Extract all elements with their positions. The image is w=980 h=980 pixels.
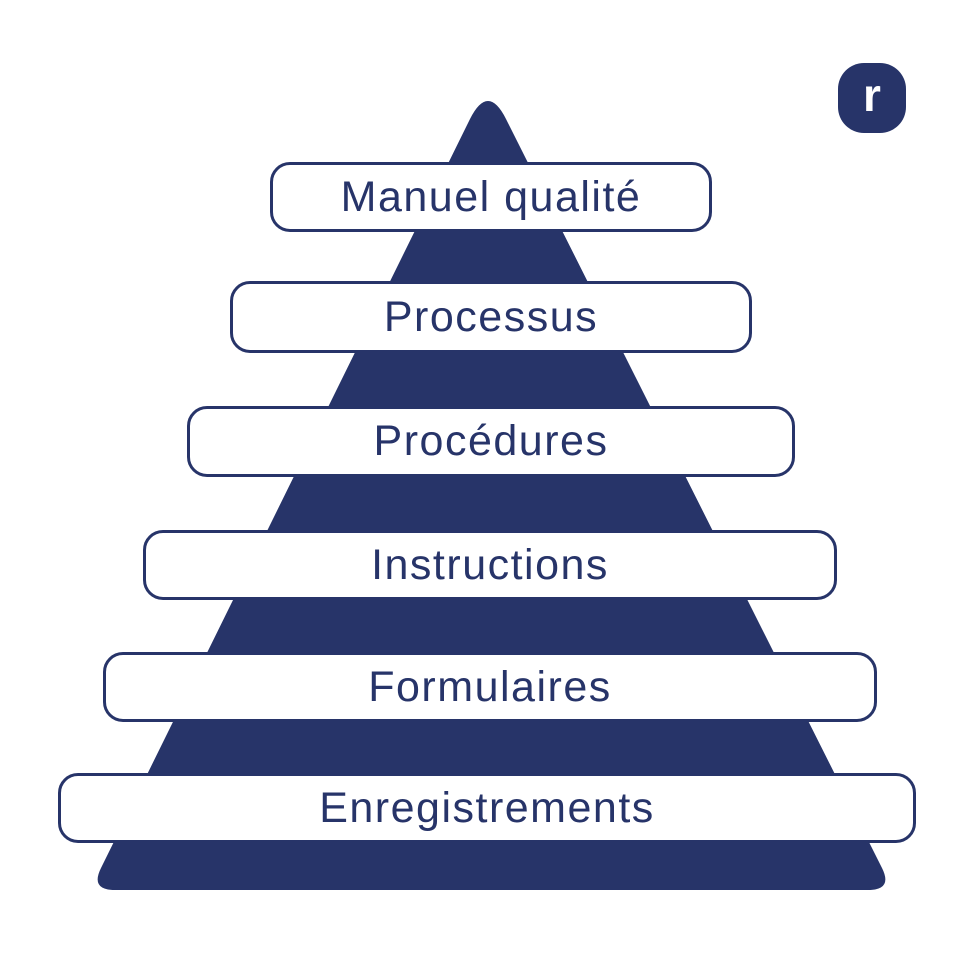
pyramid-level-label: Formulaires bbox=[368, 662, 612, 711]
brand-logo: r bbox=[838, 63, 906, 133]
pyramid-level-processus: Processus bbox=[230, 281, 752, 353]
pyramid-level-label: Processus bbox=[383, 292, 599, 341]
pyramid-level-label: Enregistrements bbox=[319, 783, 655, 832]
pyramid-level-manuel-qualite: Manuel qualité bbox=[270, 162, 712, 232]
pyramid-level-procedures: Procédures bbox=[187, 406, 795, 477]
pyramid-level-enregistrements: Enregistrements bbox=[58, 773, 916, 843]
pyramid-level-label: Procédures bbox=[373, 417, 609, 465]
pyramid-level-label: Manuel qualité bbox=[340, 172, 642, 221]
pyramid-level-instructions: Instructions bbox=[143, 530, 837, 600]
brand-logo-letter: r bbox=[863, 69, 881, 121]
pyramid-level-label: Instructions bbox=[371, 540, 609, 589]
pyramid-level-formulaires: Formulaires bbox=[103, 652, 877, 722]
